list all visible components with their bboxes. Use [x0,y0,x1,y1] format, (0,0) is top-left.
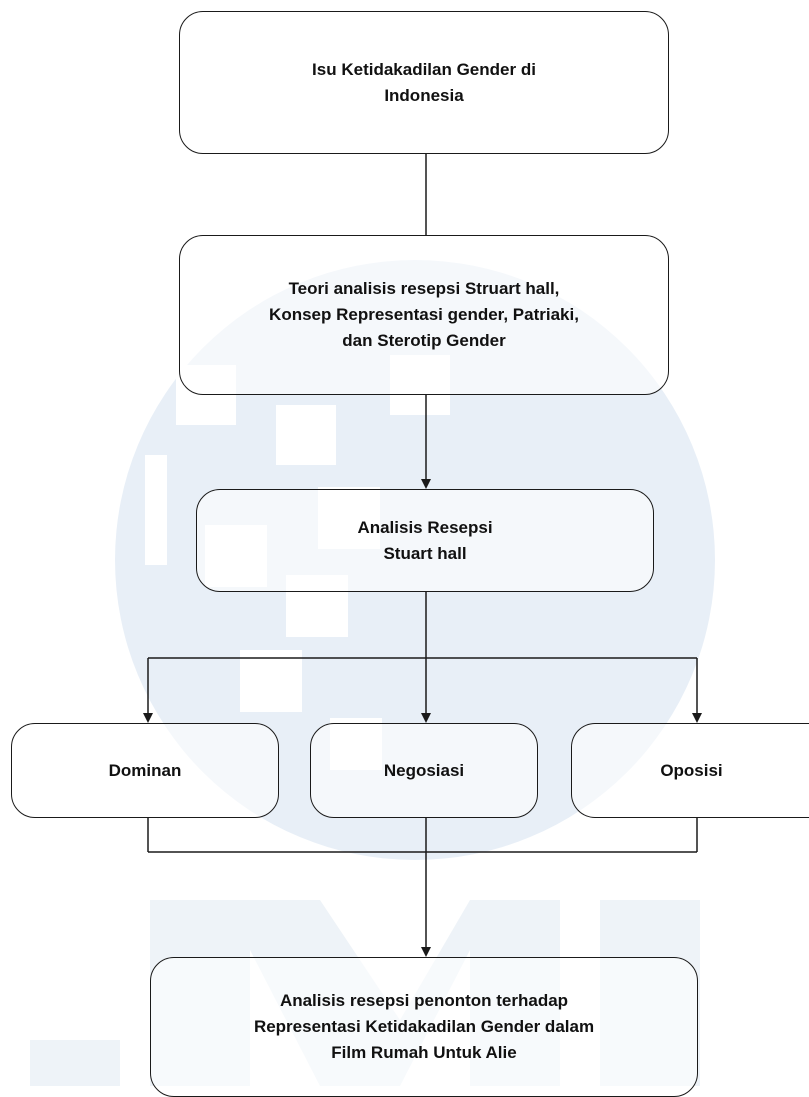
node-negotiation: Negosiasi [310,723,538,818]
watermark-square [240,650,302,712]
node-opposition: Oposisi [571,723,809,818]
node-result-label: Analisis resepsi penonton terhadap Repre… [253,991,595,1062]
node-theory-label: Teori analisis resepsi Struart hall, Kon… [269,279,579,350]
watermark-square [145,455,167,565]
watermark-square [276,405,336,465]
node-result: Analisis resepsi penonton terhadap Repre… [150,957,698,1097]
node-opposition-label: Oposisi [660,760,723,780]
watermark-letters [30,1040,120,1086]
node-dominant: Dominan [11,723,279,818]
node-dominant-label: Dominan [108,760,182,780]
node-reception: Analisis Resepsi Stuart hall [196,489,654,592]
node-issue: Isu Ketidakadilan Gender di Indonesia [179,11,669,154]
node-reception-label: Analisis Resepsi Stuart hall [357,517,493,563]
node-negotiation-label: Negosiasi [383,760,465,780]
node-issue-label: Isu Ketidakadilan Gender di Indonesia [312,59,536,105]
node-theory: Teori analisis resepsi Struart hall, Kon… [179,235,669,395]
